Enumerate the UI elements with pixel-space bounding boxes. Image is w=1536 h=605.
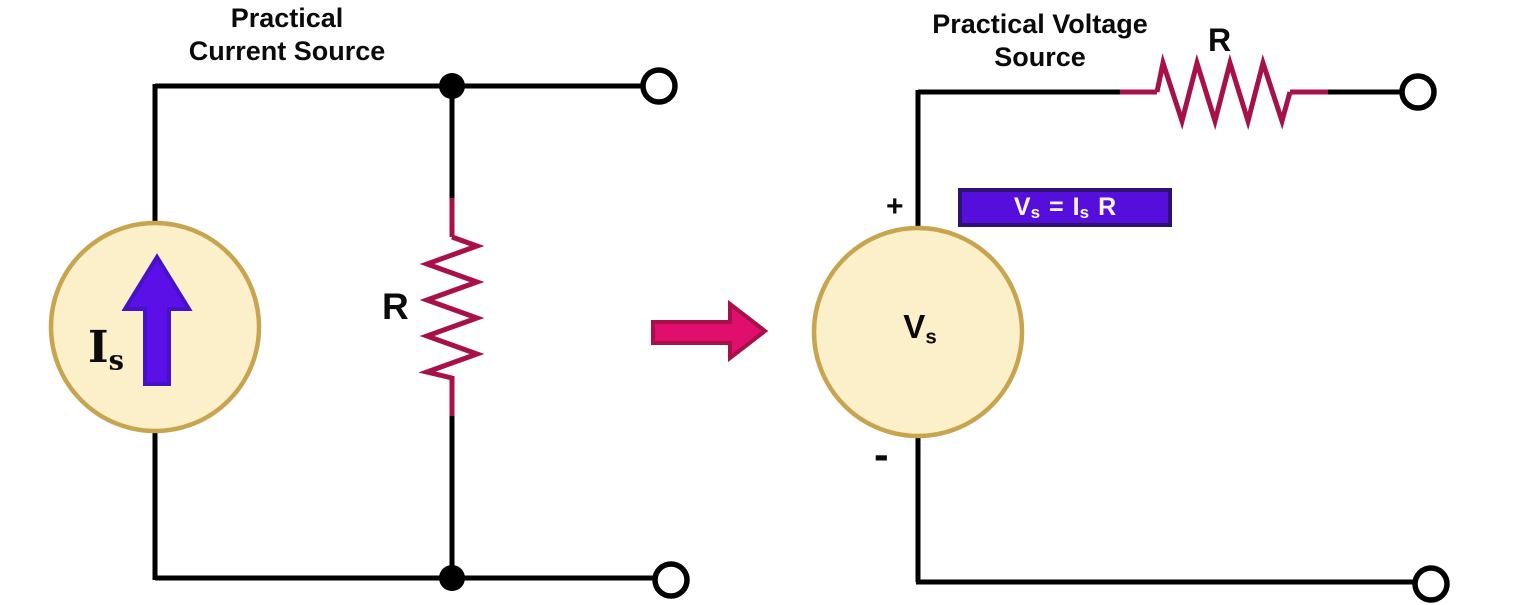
left-title-line1: Practical [230, 3, 344, 33]
formula-lhs: V [1013, 193, 1031, 221]
transform-arrow-icon [651, 299, 769, 363]
voltage-source-label-sub: s [925, 325, 937, 349]
shunt-resistor-label: R [382, 286, 409, 327]
voltage-source-label: Vs [868, 308, 972, 350]
left-bottom-terminal [652, 561, 690, 599]
voltage-minus-sign: - [874, 430, 889, 479]
current-direction-arrow-icon [121, 253, 193, 386]
left-circuit-title: Practical Current Source [107, 2, 467, 68]
right-bottom-terminal [1412, 565, 1450, 603]
series-resistor-label: R [1208, 22, 1232, 58]
voltage-plus-sign: + [886, 190, 904, 223]
formula-rhs-sub: s [1079, 203, 1090, 222]
shunt-resistor-zigzag [418, 234, 485, 381]
current-source-label-sub: s [108, 344, 124, 377]
top-junction-dot [439, 73, 465, 99]
right-circuit-title: Practical Voltage Source [860, 8, 1220, 74]
formula-equals: = [1049, 193, 1064, 221]
left-title-line2: Current Source [188, 35, 386, 66]
voltage-source-label-main: V [903, 308, 926, 345]
series-resistor-zigzag [1154, 53, 1293, 131]
current-source-circuit [48, 67, 690, 599]
right-title-line2: Source [994, 41, 1086, 72]
right-title-line1: Practical Voltage [932, 9, 1148, 39]
right-top-terminal [1399, 73, 1437, 111]
bottom-junction-dot [439, 565, 465, 591]
current-source-label: Is [88, 322, 124, 377]
voltage-source-circle [811, 225, 1025, 439]
voltage-source-circuit [811, 53, 1450, 603]
left-top-terminal [640, 67, 678, 105]
current-source-label-main: I [88, 322, 109, 373]
formula-rhs: I [1072, 193, 1080, 221]
formula-rhs-r: R [1098, 193, 1117, 221]
formula-lhs-sub: s [1030, 203, 1041, 222]
